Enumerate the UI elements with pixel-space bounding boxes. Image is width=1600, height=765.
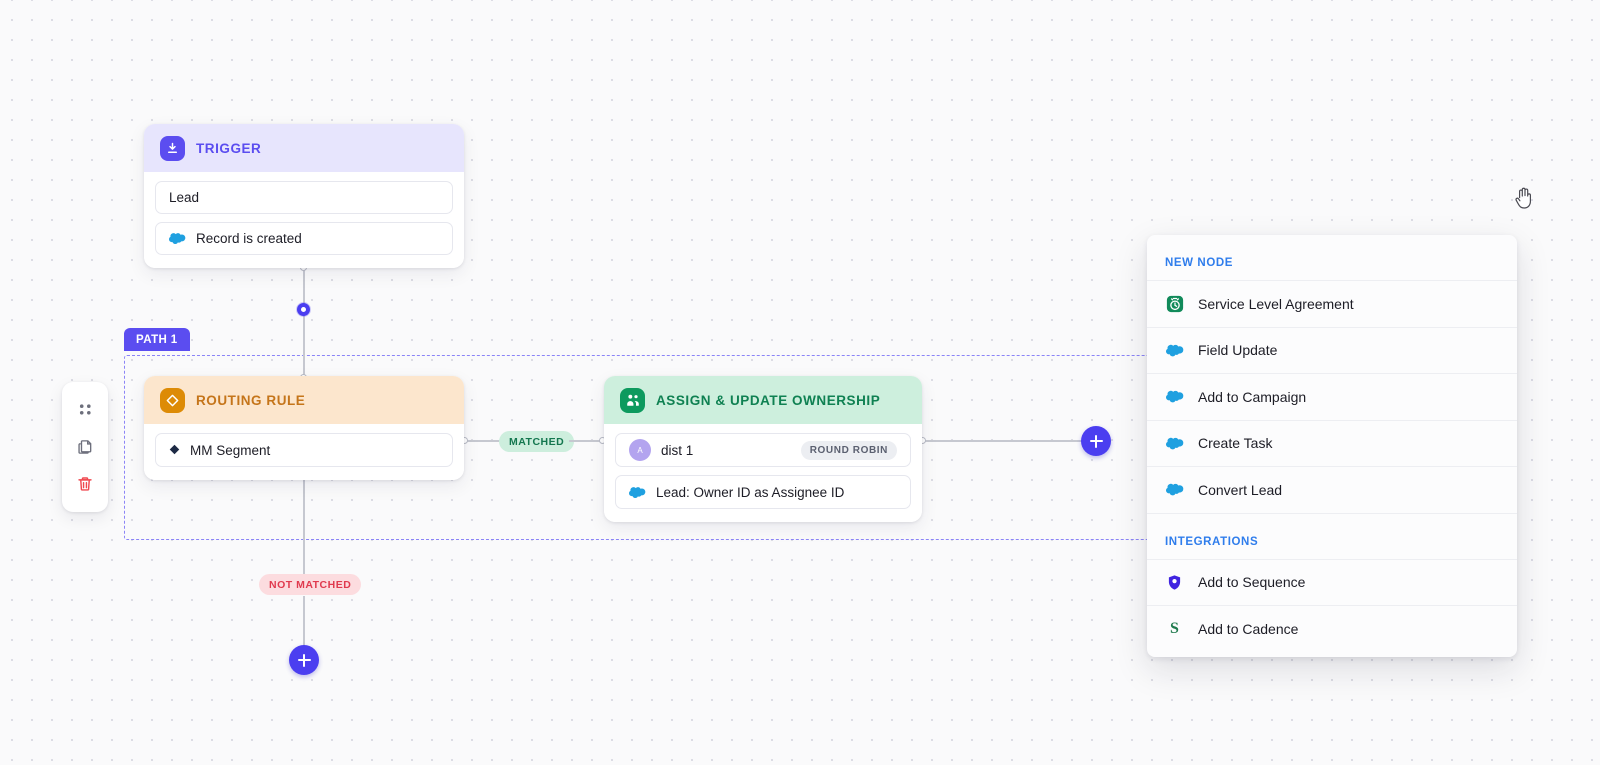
node-assign-ownership-title: ASSIGN & UPDATE OWNERSHIP [656, 392, 881, 408]
salesforce-cloud-icon [628, 486, 646, 499]
panel-item-add-to-cadence[interactable]: S Add to Cadence [1147, 606, 1517, 653]
salesloft-s-icon: S [1170, 620, 1179, 638]
connector-routing-to-matched [466, 440, 502, 442]
trigger-event-field[interactable]: Record is created [155, 222, 453, 255]
salesforce-cloud-icon [1165, 387, 1184, 406]
panel-item-field-update[interactable]: Field Update [1147, 328, 1517, 374]
node-routing-rule-body: MM Segment [144, 424, 464, 480]
panel-section-title-new-node: NEW NODE [1147, 235, 1517, 281]
node-trigger[interactable]: TRIGGER Lead Record is created [144, 124, 464, 268]
salesforce-cloud-icon [1165, 341, 1184, 360]
diamond-bullet-icon [169, 443, 180, 458]
round-robin-badge: ROUND ROBIN [800, 440, 897, 460]
edge-label-not-matched: NOT MATCHED [259, 574, 362, 595]
connector-assign-to-add [924, 440, 1082, 442]
path-badge-label: PATH 1 [136, 333, 178, 346]
panel-item-label: Create Task [1198, 435, 1273, 452]
trigger-event-value: Record is created [196, 231, 302, 246]
salesforce-cloud-icon [1165, 434, 1184, 453]
connector-matched-to-assign [569, 440, 602, 442]
avatar: A [629, 439, 651, 461]
not-matched-label-text: NOT MATCHED [269, 578, 352, 591]
trigger-download-icon [160, 135, 185, 161]
panel-item-add-to-sequence[interactable]: Add to Sequence [1147, 560, 1517, 606]
panel-item-convert-lead[interactable]: Convert Lead [1147, 467, 1517, 514]
routing-segment-field[interactable]: MM Segment [155, 433, 453, 467]
panel-item-label: Add to Campaign [1198, 388, 1307, 405]
new-node-panel[interactable]: NEW NODE Service Level Agreement Field U… [1147, 235, 1517, 657]
panel-item-label: Convert Lead [1198, 481, 1283, 498]
node-assign-ownership-body: A dist 1 ROUND ROBIN Lead: Owner ID as A… [604, 424, 922, 522]
node-routing-rule-title: ROUTING RULE [196, 392, 306, 408]
connector-notmatched-to-add [303, 596, 305, 646]
node-routing-rule-header: ROUTING RULE [144, 376, 464, 424]
sla-timer-icon [1165, 294, 1184, 313]
add-node-after-assign-button[interactable] [1081, 426, 1111, 456]
node-trigger-body: Lead Record is created [144, 172, 464, 268]
node-trigger-header: TRIGGER [144, 124, 464, 172]
panel-item-label: Service Level Agreement [1198, 295, 1354, 312]
assign-mapping-value: Lead: Owner ID as Assignee ID [656, 484, 845, 500]
node-toolbar[interactable] [62, 382, 108, 512]
avatar-initial: A [637, 445, 643, 455]
duplicate-icon[interactable] [70, 432, 100, 462]
panel-item-add-to-campaign[interactable]: Add to Campaign [1147, 374, 1517, 421]
panel-item-service-level-agreement[interactable]: Service Level Agreement [1147, 281, 1517, 328]
panel-section-title-integrations: INTEGRATIONS [1147, 514, 1517, 560]
panel-item-label: Add to Cadence [1198, 621, 1299, 638]
assign-distribution-field[interactable]: A dist 1 ROUND ROBIN [615, 433, 911, 467]
salesforce-cloud-icon [168, 232, 186, 245]
assign-distribution-value: dist 1 [661, 442, 694, 458]
add-node-not-matched-button[interactable] [289, 645, 319, 675]
routing-diamond-icon [160, 387, 185, 413]
assign-mapping-field[interactable]: Lead: Owner ID as Assignee ID [615, 475, 911, 509]
panel-item-create-task[interactable]: Create Task [1147, 421, 1517, 467]
edge-label-matched: MATCHED [499, 431, 575, 452]
port-active-trigger[interactable] [297, 303, 310, 316]
trigger-object-value: Lead [169, 190, 200, 205]
panel-item-label: Add to Sequence [1198, 574, 1306, 591]
delete-icon[interactable] [70, 469, 100, 499]
routing-segment-value: MM Segment [190, 442, 271, 458]
trigger-object-field[interactable]: Lead [155, 181, 453, 214]
outreach-shield-icon [1165, 573, 1184, 592]
connector-trigger-to-routing [303, 268, 305, 378]
node-assign-ownership-header: ASSIGN & UPDATE OWNERSHIP [604, 376, 922, 424]
node-routing-rule[interactable]: ROUTING RULE MM Segment [144, 376, 464, 480]
connector-routing-bottom [303, 472, 305, 575]
matched-label-text: MATCHED [509, 435, 565, 448]
grab-hand-cursor-icon [1514, 186, 1536, 210]
salesforce-cloud-icon [1165, 480, 1184, 499]
path-badge[interactable]: PATH 1 [124, 328, 190, 351]
panel-item-label: Field Update [1198, 342, 1278, 359]
assign-people-icon [620, 387, 645, 413]
node-assign-ownership[interactable]: ASSIGN & UPDATE OWNERSHIP A dist 1 ROUND… [604, 376, 922, 522]
drag-handle-icon[interactable] [70, 395, 100, 425]
node-trigger-title: TRIGGER [196, 140, 262, 156]
